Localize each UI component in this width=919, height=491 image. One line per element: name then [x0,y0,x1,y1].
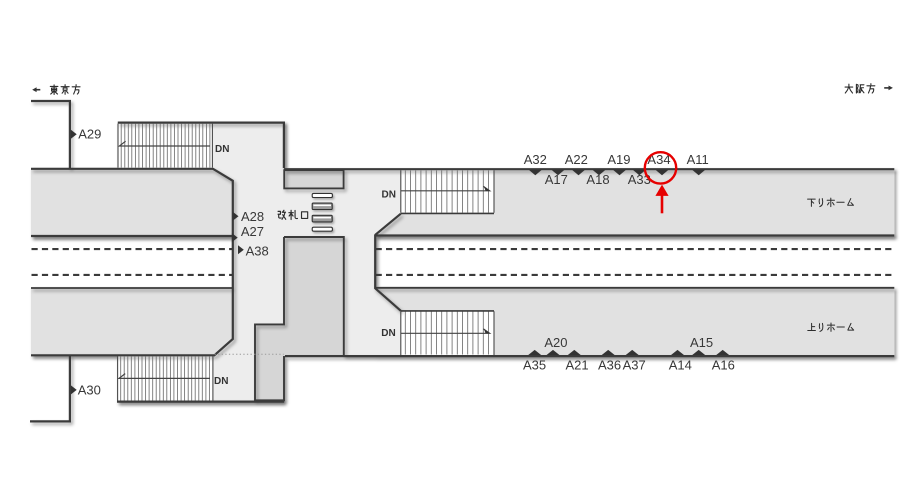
svg-text:A28: A28 [241,209,264,224]
svg-text:A11: A11 [687,152,709,167]
svg-text:DN: DN [382,190,396,201]
svg-text:A17: A17 [545,172,568,187]
svg-text:A14: A14 [669,357,692,372]
svg-text:A32: A32 [524,152,547,167]
svg-text:A18: A18 [586,172,609,187]
svg-text:A16: A16 [712,357,735,372]
svg-text:DN: DN [381,328,395,339]
svg-text:A29: A29 [78,127,101,142]
svg-text:A34: A34 [647,152,670,167]
svg-text:A37: A37 [623,357,646,372]
svg-text:DN: DN [214,376,228,387]
svg-text:A21: A21 [566,357,589,372]
svg-text:A35: A35 [523,357,546,372]
svg-text:A15: A15 [690,335,713,350]
svg-text:A36: A36 [598,357,621,372]
svg-text:A20: A20 [544,335,567,350]
svg-text:A19: A19 [607,152,630,167]
svg-text:A33: A33 [628,172,651,187]
svg-text:A38: A38 [246,243,269,258]
svg-text:A27: A27 [241,224,264,239]
svg-text:DN: DN [215,144,229,155]
svg-text:A22: A22 [565,152,588,167]
svg-text:A30: A30 [78,382,101,397]
